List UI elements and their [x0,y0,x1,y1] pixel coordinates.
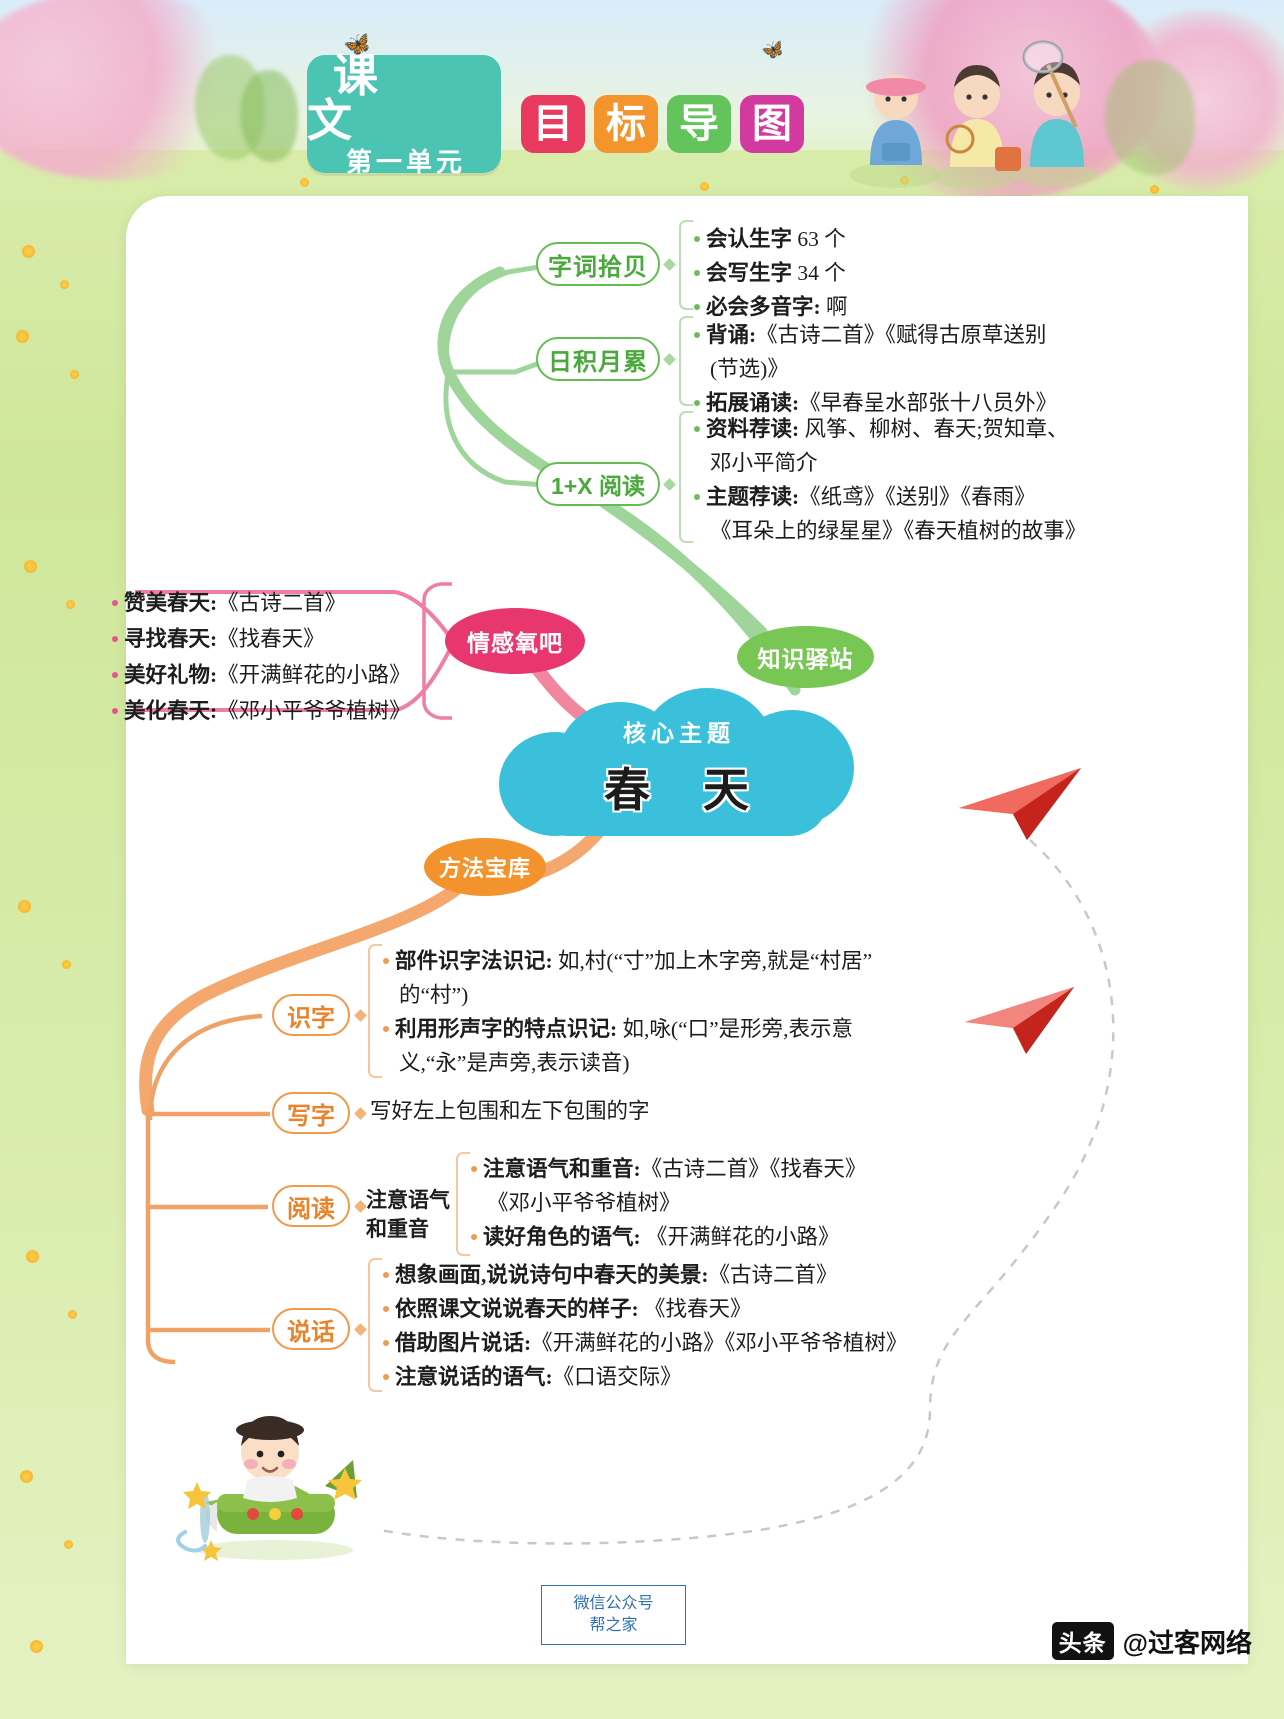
bracket-shizi [368,944,382,1078]
list-item: 借助图片说话:《开满鲜花的小路》《邓小平爷爷植树》 [383,1326,1003,1360]
text-shuohua: 想象画面,说说诗句中春天的美景:《古诗二首》 依照课文说说春天的样子: 《找春天… [383,1258,1003,1394]
text-yuedu: 注意语气和重音:《古诗二首》《找春天》 《邓小平爷爷植树》 读好角色的语气: 《… [471,1152,1031,1254]
core-theme-cloud[interactable]: 核心主题 春 天 [499,688,854,836]
branch-method[interactable]: 方法宝库 [424,838,546,896]
list-item: 会认生字 63 个 [694,222,1114,256]
text-1x-reading: 资料荐读: 风筝、柳树、春天;贺知章、 邓小平简介 主题荐读:《纸鸢》《送别》《… [694,412,1114,548]
bracket-yuedu [456,1152,470,1256]
text-riji-yuelei: 背诵:《古诗二首》《赋得古原草送别 (节选)》 拓展诵读:《早春呈水部张十八员外… [694,318,1114,420]
text-xiezi: 写好左上包围和左下包围的字 [370,1094,870,1128]
flower-dot [68,1310,77,1319]
list-item: 资料荐读: 风筝、柳树、春天;贺知章、 [694,412,1114,446]
list-item: 必会多音字: 啊 [694,290,1114,324]
tree-shape-3 [1105,60,1195,175]
bracket-shuohua [368,1258,382,1392]
core-title: 春 天 [604,764,769,816]
flower-dot [60,280,69,289]
flower-dot [16,330,29,343]
flower-dot [700,182,709,191]
wechat-box: 微信公众号 帮之家 [541,1585,686,1645]
paper-plane-icon [959,768,1081,840]
flower-dot [70,370,79,379]
node-shuohua[interactable]: 说话 [272,1308,350,1350]
list-item: 注意语气和重音:《古诗二首》《找春天》 [471,1152,1031,1186]
flower-dot [26,1250,39,1263]
kids-illustration [850,40,1097,189]
node-riji-yuelei[interactable]: 日积月累 [536,337,660,381]
branch-emotion[interactable]: 情感氧吧 [445,608,585,674]
list-item: 的“村”) [399,983,469,1007]
flower-dot [66,600,75,609]
list-item: 《耳朵上的绿星星》《春天植树的故事》 [710,519,1087,543]
unit-title-line1: 课 文 [307,50,405,146]
list-item: 背诵:《古诗二首》《赋得古原草送别 [694,318,1114,352]
flower-dot [300,178,309,187]
unit-title-plate: 课 文 第一单元 [307,50,501,177]
title-tile-4: 图 [740,95,804,153]
branch-knowledge[interactable]: 知识驿站 [737,626,874,688]
unit-title-line2: 第一单元 [345,147,466,177]
list-item: 《邓小平爷爷植树》 [487,1191,681,1215]
text-yuedu-sidelabel: 注意语气和重音 [366,1188,450,1241]
kid-on-plane-illustration [176,1416,362,1561]
bracket-riji [679,316,693,406]
brand-watermark: 头条 @过客网络 [1051,1622,1252,1660]
text-emotion-list: 赞美春天:《古诗二首》 寻找春天:《找春天》 美好礼物:《开满鲜花的小路》 美化… [112,585,442,729]
bracket-zici [679,220,693,310]
title-tile-3: 导 [667,95,731,153]
list-item: 义,“永”是声旁,表示读音) [399,1051,630,1075]
flower-dot [30,1640,43,1653]
flower-dot [64,1540,73,1549]
list-item: 赞美春天:《古诗二首》 [112,585,442,621]
list-item: 读好角色的语气: 《开满鲜花的小路》 [471,1220,1031,1254]
flower-dot [62,960,71,969]
text-zici-shibei: 会认生字 63 个 会写生字 34 个 必会多音字: 啊 [694,222,1114,324]
list-item: 会写生字 34 个 [694,256,1114,290]
text-shizi: 部件识字法识记: 如,村(“寸”加上木字旁,就是“村居” 的“村”) 利用形声字… [383,944,1003,1080]
list-item: 写好左上包围和左下包围的字 [370,1099,650,1123]
page-header: 课 文 第一单元 目 标 导 图 🦋 🦋 [0,0,1284,195]
list-item: 寻找春天:《找春天》 [112,621,442,657]
list-item: 部件识字法识记: 如,村(“寸”加上木字旁,就是“村居” [383,944,1003,978]
core-text-wrap: 核心主题 春 天 [499,714,854,820]
list-item: 主题荐读:《纸鸢》《送别》《春雨》 [694,480,1114,514]
toutiao-mark: 头条 [1051,1622,1114,1660]
flower-dot [18,900,31,913]
list-item: 利用形声字的特点识记: 如,咏(“口”是形旁,表示意 [383,1012,1003,1046]
brand-name: @过客网络 [1122,1627,1252,1658]
paper-plane-icon [965,987,1074,1054]
tree-shape-2 [240,70,298,162]
core-subtitle: 核心主题 [623,720,735,746]
list-item: 拓展诵读:《早春呈水部张十八员外》 [694,386,1114,420]
title-tile-2: 标 [594,95,658,153]
title-tiles: 目 标 导 图 [521,95,804,153]
node-xiezi[interactable]: 写字 [272,1092,350,1134]
list-item: 注意说话的语气:《口语交际》 [383,1360,1003,1394]
flower-dot [24,560,37,573]
flower-dot [1150,185,1159,194]
list-item: 想象画面,说说诗句中春天的美景:《古诗二首》 [383,1258,1003,1292]
list-item: 美化春天:《邓小平爷爷植树》 [112,693,442,729]
wechat-line-2: 帮之家 [589,1617,638,1634]
bracket-1x [679,411,693,543]
list-item: 美好礼物:《开满鲜花的小路》 [112,657,442,693]
list-item: 邓小平简介 [710,451,818,475]
cherry-blossom-right-2 [1104,10,1284,190]
list-item: (节选)》 [710,357,789,381]
node-yuedu[interactable]: 阅读 [272,1185,350,1227]
flower-dot [22,245,35,258]
node-1x-reading[interactable]: 1+X 阅读 [536,462,660,506]
title-tile-1: 目 [521,95,585,153]
node-shizi[interactable]: 识字 [272,994,350,1036]
butterfly-icon: 🦋 [759,37,787,63]
list-item: 依照课文说说春天的样子: 《找春天》 [383,1292,1003,1326]
wechat-line-1: 微信公众号 [573,1595,654,1612]
node-zici-shibei[interactable]: 字词拾贝 [536,242,660,286]
flower-dot [20,1470,33,1483]
